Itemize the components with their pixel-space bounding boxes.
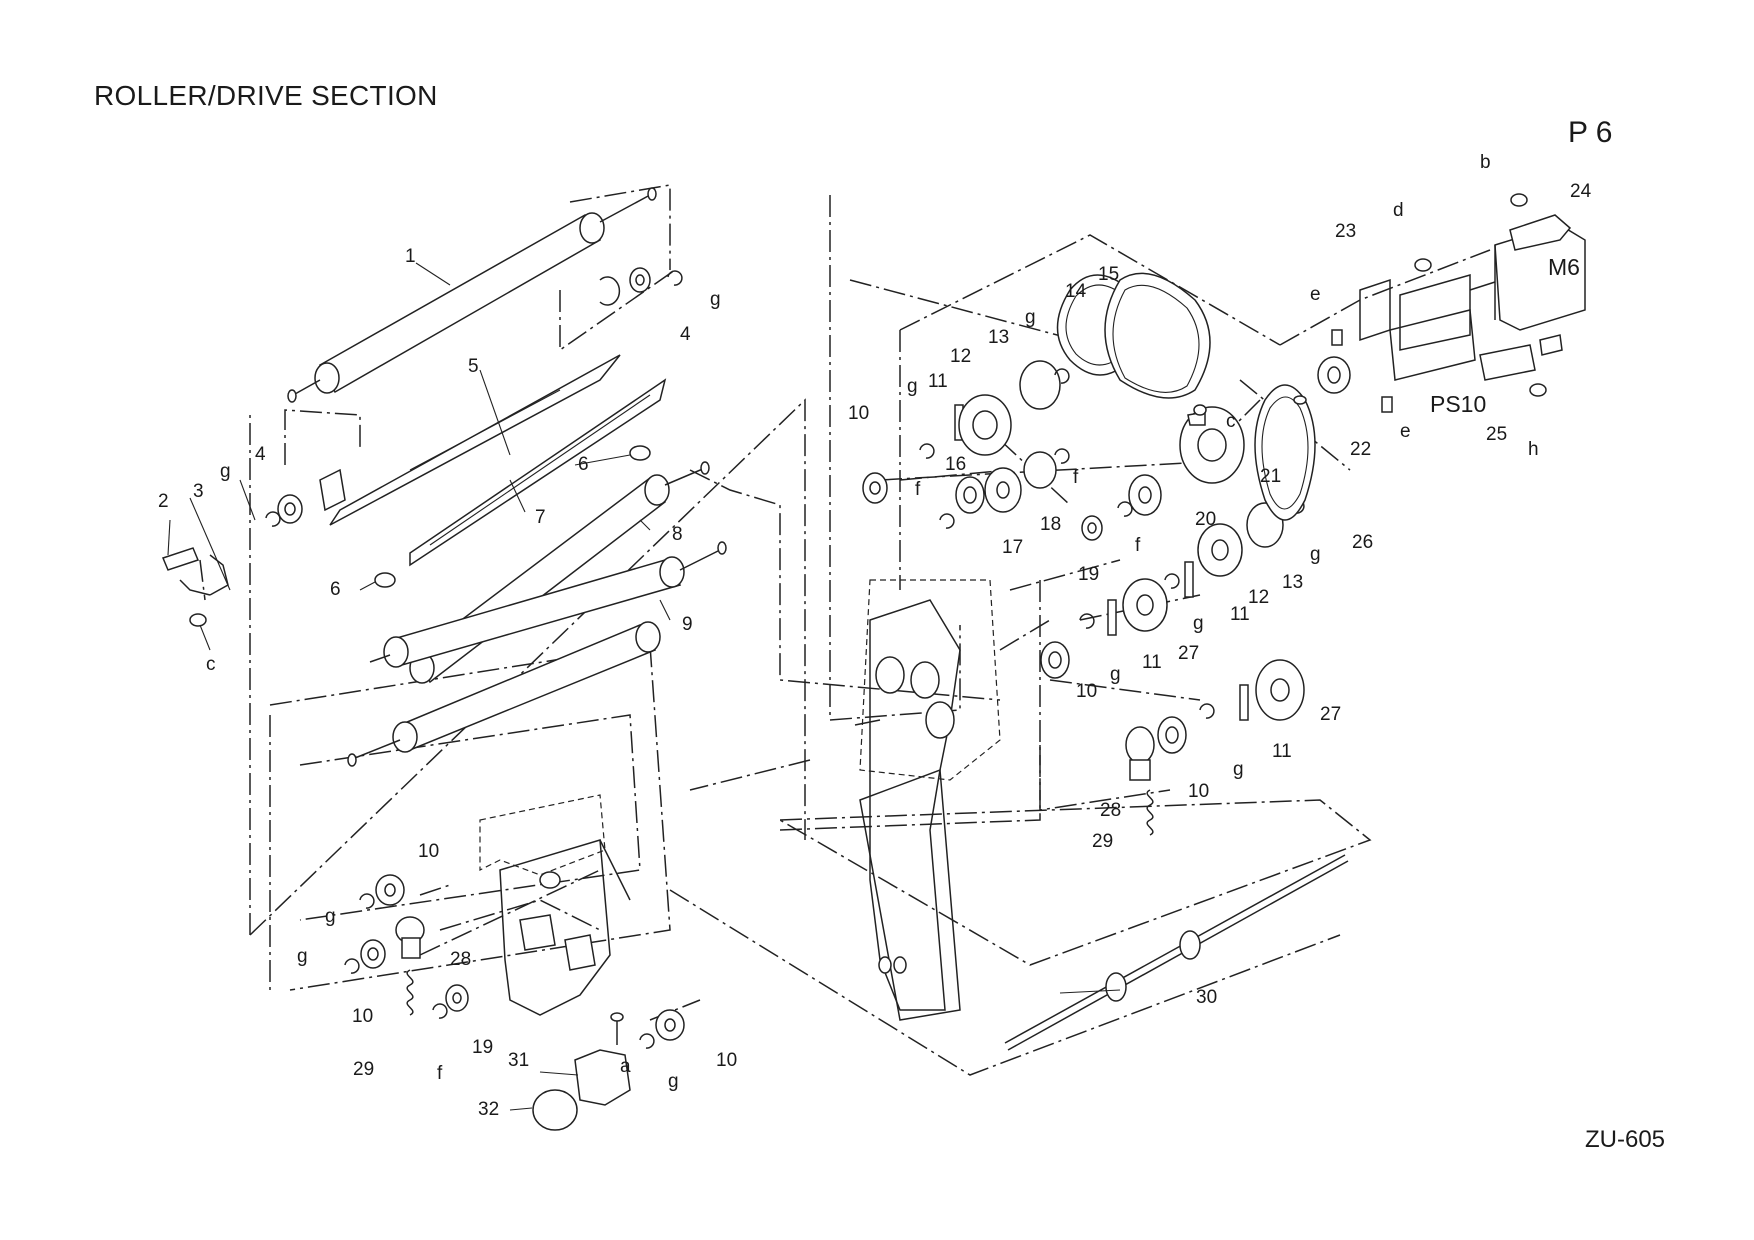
left-lower-frame [344,794,685,1131]
callout-16: 16 [945,454,966,475]
callout-6a: 6 [578,454,589,475]
callout-12b: 12 [1248,587,1269,608]
callout-g8: g [1233,759,1244,780]
leader-lines [167,262,1121,1111]
callout-14: 14 [1065,281,1087,302]
callout-c2: c [1226,411,1236,432]
callout-11d: 11 [1272,741,1292,762]
roller-cover-5 [329,354,621,526]
callout-31: 31 [508,1050,529,1071]
callout-5: 5 [468,356,479,377]
callout-c1: c [206,654,216,675]
callout-g1: g [220,461,231,482]
callout-10e: 10 [352,1006,373,1027]
callout-8: 8 [672,524,683,545]
lower-roller [347,621,661,767]
callout-11a: 11 [928,371,948,392]
callout-m6: M6 [1548,254,1580,280]
callout-g10: g [297,946,308,967]
roller-1 [287,187,657,403]
page-number: P 6 [1568,116,1613,149]
callout-g5: g [1310,544,1321,565]
callout-g7: g [1110,664,1121,685]
callout-27a: 27 [1178,643,1199,664]
callout-13a: 13 [988,327,1009,348]
callout-18: 18 [1040,514,1061,535]
shaft-30 [1004,854,1349,1051]
callout-g11: g [668,1071,679,1092]
callout-h: h [1528,439,1539,460]
assembly-lines [199,184,1491,1076]
callout-ps10: PS10 [1430,391,1486,417]
callout-b: b [1480,152,1491,173]
motor-group [1317,193,1586,413]
callout-f4: f [437,1063,443,1084]
callout-10a: 10 [848,403,869,424]
callout-2: 2 [158,491,169,512]
callout-17: 17 [1002,537,1023,558]
callout-28a: 28 [1100,800,1121,821]
center-frame [854,579,1001,1021]
callout-10f: 10 [716,1050,737,1071]
callout-11b: 11 [1230,604,1250,625]
callout-21: 21 [1260,466,1281,487]
callout-10d: 10 [418,841,439,862]
callout-4a: 4 [255,444,266,465]
callout-23: 23 [1335,221,1356,242]
callout-28b: 28 [450,949,471,970]
callout-3: 3 [193,481,204,502]
callout-10b: 10 [1076,681,1097,702]
callout-7: 7 [535,507,546,528]
callout-20: 20 [1195,509,1216,530]
right-drive-parts [1040,384,1316,836]
callout-11c: 11 [1142,652,1162,673]
callout-e1: e [1310,284,1321,305]
callout-1: 1 [405,246,416,267]
callouts: 1 2 3 4 4 5 6 6 7 8 9 10 10 10 10 10 10 … [158,152,1592,1120]
callout-19b: 19 [472,1037,493,1058]
callout-f1: f [915,479,921,500]
callout-30: 30 [1196,987,1217,1008]
callout-10c: 10 [1188,781,1209,802]
callout-24: 24 [1570,181,1592,202]
callout-27b: 27 [1320,704,1341,725]
callout-29a: 29 [1092,831,1113,852]
callout-g6: g [1193,613,1204,634]
callout-g4: g [1025,307,1036,328]
callout-a: a [620,1056,631,1077]
callout-26: 26 [1352,532,1373,553]
callout-13b: 13 [1282,572,1303,593]
callout-32: 32 [478,1099,499,1120]
callout-4b: 4 [680,324,691,345]
callout-22: 22 [1350,439,1371,460]
callout-f2: f [1073,467,1079,488]
callout-e2: e [1400,421,1411,442]
callout-19a: 19 [1078,564,1099,585]
callout-9: 9 [682,614,693,635]
section-title: ROLLER/DRIVE SECTION [94,80,438,111]
callout-15: 15 [1098,264,1119,285]
callout-f3: f [1135,535,1141,556]
callout-g3: g [907,376,918,397]
callout-d: d [1393,200,1404,221]
callout-25: 25 [1486,424,1507,445]
center-drive-parts [862,272,1245,541]
callout-g2: g [710,289,721,310]
callout-12a: 12 [950,346,971,367]
callout-g9: g [325,906,336,927]
callout-6b: 6 [330,579,341,600]
callout-29b: 29 [353,1059,374,1080]
guide-plate-7 [409,378,667,567]
roller-9 [369,541,727,668]
model-code: ZU-605 [1585,1126,1666,1153]
